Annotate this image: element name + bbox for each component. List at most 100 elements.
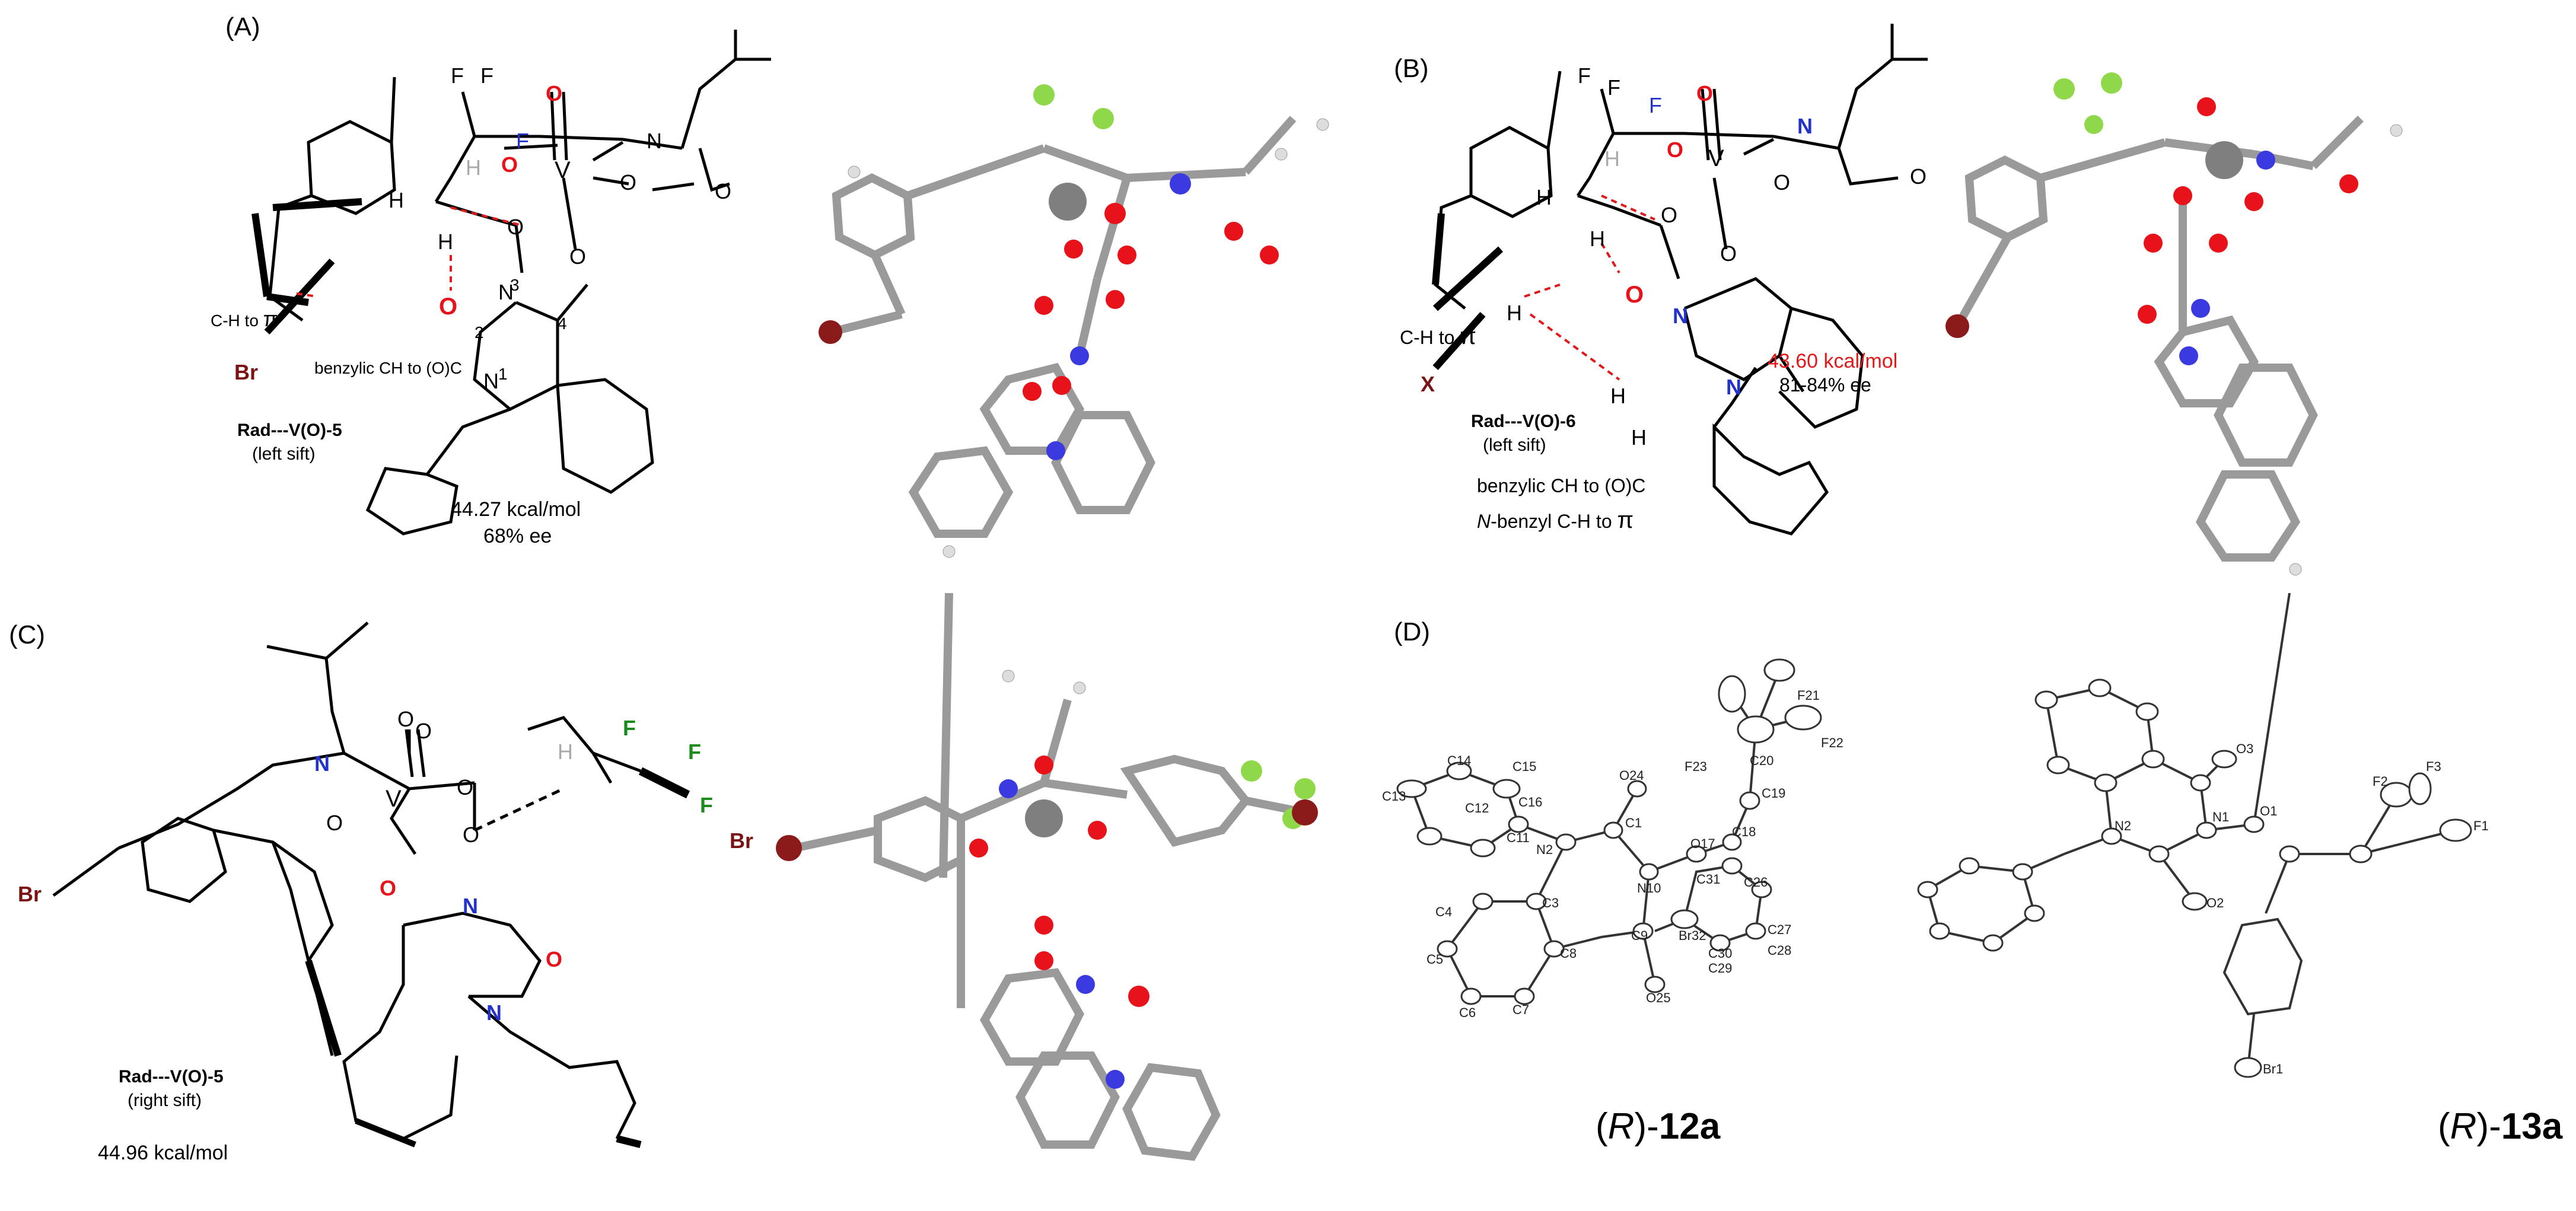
- panel-c-structure: [52, 622, 690, 1148]
- panel-b-atoms: F F F O O V N O O H H O O H O N N H H H …: [1421, 63, 1927, 450]
- svg-text:C14: C14: [1447, 753, 1471, 768]
- svg-text:F21: F21: [1797, 688, 1820, 703]
- svg-text:N: N: [1673, 304, 1688, 328]
- svg-text:Br: Br: [18, 882, 42, 906]
- panel-a: (A) F: [0, 0, 1364, 593]
- svg-text:O17: O17: [1690, 836, 1715, 851]
- svg-text:N1: N1: [2212, 810, 2229, 824]
- panel-b-name: Rad---V(O)-6: [1471, 412, 1576, 431]
- svg-text:H: H: [438, 230, 453, 254]
- panel-a-annot-benzylic: benzylic CH to (O)C: [314, 359, 462, 377]
- panel-b-hbonds: [1524, 195, 1655, 381]
- svg-text:F: F: [688, 740, 701, 764]
- panel-b-drawing: (B) F F F O O V N O: [1394, 24, 2403, 576]
- svg-text:H: H: [1631, 425, 1647, 450]
- svg-text:F: F: [516, 129, 529, 153]
- panel-d: (D): [1364, 592, 2576, 1208]
- svg-text:C3: C3: [1542, 895, 1559, 910]
- svg-text:O: O: [546, 947, 562, 971]
- svg-text:Br1: Br1: [2263, 1062, 2283, 1076]
- svg-text:C8: C8: [1560, 946, 1577, 961]
- svg-text:C5: C5: [1426, 952, 1443, 967]
- svg-text:C20: C20: [1750, 753, 1773, 768]
- svg-text:F: F: [623, 716, 636, 740]
- panel-b-annot-ch-pi: C-H to π: [1400, 323, 1476, 349]
- panel-b-3d-model: [1945, 72, 2403, 576]
- svg-text:O: O: [415, 719, 432, 743]
- svg-text:4: 4: [558, 314, 567, 333]
- svg-text:O: O: [397, 707, 414, 731]
- svg-text:H: H: [466, 155, 481, 180]
- svg-text:C7: C7: [1513, 1002, 1529, 1017]
- panel-a-label: (A): [225, 12, 260, 42]
- svg-text:C31: C31: [1696, 872, 1720, 887]
- svg-text:N2: N2: [2115, 818, 2131, 833]
- svg-text:C29: C29: [1708, 961, 1732, 976]
- svg-text:N: N: [1726, 375, 1741, 399]
- svg-text:Br: Br: [234, 360, 258, 384]
- svg-text:3: 3: [510, 276, 520, 294]
- svg-text:O3: O3: [2236, 741, 2253, 756]
- compound-13a-label: (R)-13a: [2438, 1106, 2563, 1147]
- svg-text:O: O: [501, 152, 518, 177]
- svg-text:O: O: [380, 876, 396, 900]
- svg-text:C30: C30: [1708, 946, 1732, 961]
- svg-text:O: O: [1667, 138, 1683, 162]
- svg-text:O: O: [1910, 164, 1927, 189]
- svg-text:F: F: [1578, 63, 1591, 88]
- svg-text:H: H: [1507, 301, 1522, 325]
- svg-text:C6: C6: [1459, 1005, 1476, 1020]
- svg-text:C12: C12: [1465, 801, 1489, 815]
- svg-text:O: O: [1661, 203, 1677, 227]
- svg-text:H: H: [1610, 384, 1626, 408]
- panel-a-structure: [251, 30, 771, 536]
- panel-a-annot-ch-pi: C-H to π: [211, 307, 278, 331]
- svg-text:C18: C18: [1732, 824, 1756, 839]
- svg-text:C11: C11: [1507, 830, 1530, 845]
- panel-c-energy: 44.96 kcal/mol: [98, 1142, 228, 1164]
- svg-text:C1: C1: [1625, 815, 1642, 830]
- svg-text:X: X: [1421, 372, 1435, 396]
- svg-text:C13: C13: [1382, 789, 1406, 804]
- compound-12a-label: (R)-12a: [1596, 1106, 1721, 1147]
- svg-text:F22: F22: [1821, 735, 1843, 750]
- svg-text:N: N: [463, 894, 478, 918]
- svg-text:H: H: [1590, 227, 1605, 251]
- svg-text:C9: C9: [1631, 928, 1648, 943]
- panel-a-energy: 44.27 kcal/mol: [451, 498, 581, 521]
- panel-a-ee: 68% ee: [483, 525, 552, 547]
- ortep-12a: C14 C15 C13 C12 C16 C11 O24 C1 O17 C18 F…: [1382, 658, 1843, 1020]
- svg-text:F: F: [700, 793, 713, 817]
- svg-text:O: O: [715, 179, 731, 203]
- svg-text:1: 1: [498, 365, 508, 383]
- panel-c-label: (C): [9, 620, 45, 649]
- svg-text:O1: O1: [2260, 804, 2277, 818]
- svg-text:F: F: [1607, 75, 1620, 100]
- svg-text:Br32: Br32: [1679, 928, 1706, 943]
- svg-text:V: V: [1708, 145, 1724, 171]
- svg-text:C16: C16: [1518, 795, 1542, 810]
- panel-a-hbonds: [296, 206, 523, 298]
- svg-text:C15: C15: [1513, 759, 1536, 774]
- svg-text:C4: C4: [1435, 904, 1452, 919]
- panel-d-label: (D): [1394, 617, 1430, 646]
- svg-text:O: O: [1625, 282, 1644, 308]
- panel-c-atoms: N V O O O O O O N O N H F F F Br Br: [18, 707, 753, 1025]
- svg-text:N10: N10: [1637, 881, 1661, 895]
- panel-b-annot-nbenzyl: N-benzyl C-H to π: [1477, 507, 1634, 533]
- panel-b-label: (B): [1394, 54, 1429, 83]
- svg-text:F1: F1: [2473, 818, 2489, 833]
- svg-text:O: O: [1696, 81, 1713, 106]
- svg-text:O: O: [1773, 170, 1790, 195]
- panel-d-drawing: (D): [1382, 592, 2563, 1147]
- panel-c-3d-model: [776, 592, 1318, 1161]
- panel-b: (B) F F F O O V N O: [1364, 0, 2576, 593]
- svg-text:N: N: [314, 751, 330, 776]
- svg-text:N2: N2: [1536, 842, 1553, 857]
- svg-text:O: O: [457, 775, 473, 799]
- svg-text:H: H: [1604, 146, 1620, 171]
- svg-text:O24: O24: [1619, 768, 1644, 783]
- svg-text:C28: C28: [1768, 943, 1791, 958]
- svg-text:N: N: [647, 129, 662, 153]
- panel-b-sift: (left sift): [1483, 435, 1546, 455]
